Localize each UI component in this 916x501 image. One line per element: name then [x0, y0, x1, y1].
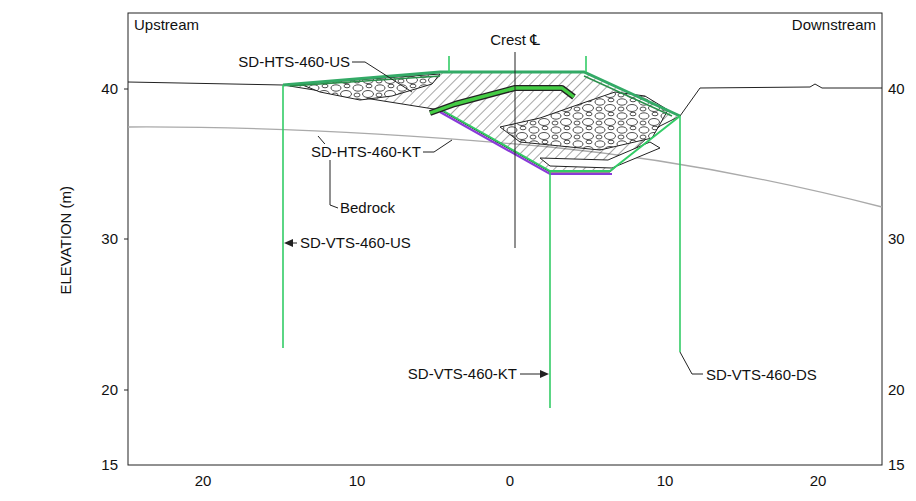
- axis-tick: 20: [99, 382, 120, 399]
- instrument-label: SD-VTS-460-DS: [704, 367, 819, 384]
- instrument-label: SD-HTS-460-US: [236, 54, 352, 71]
- axis-tick: 30: [99, 231, 120, 248]
- axis-title: ELEVATION (m): [58, 184, 75, 297]
- axis-tick: 0: [504, 473, 516, 490]
- axis-tick: 40: [886, 81, 907, 98]
- axis-tick: 10: [655, 473, 676, 490]
- axis-tick: 15: [99, 457, 120, 474]
- axis-tick: 30: [886, 231, 907, 248]
- instrument-label: SD-VTS-460-KT: [406, 366, 519, 383]
- crest-label: Crest ℄: [488, 32, 542, 49]
- axis-tick: 10: [347, 473, 368, 490]
- region-label: Upstream: [132, 17, 201, 34]
- region-label: Downstream: [790, 17, 878, 34]
- axis-tick: 20: [193, 473, 214, 490]
- axis-tick: 20: [808, 473, 829, 490]
- axis-tick: 20: [886, 382, 907, 399]
- material-label: Bedrock: [338, 200, 397, 217]
- axis-tick: 40: [99, 81, 120, 98]
- instrument-label: SD-VTS-460-US: [298, 235, 413, 252]
- axis-tick: 15: [886, 457, 907, 474]
- instrument-label: SD-HTS-460-KT: [309, 144, 423, 161]
